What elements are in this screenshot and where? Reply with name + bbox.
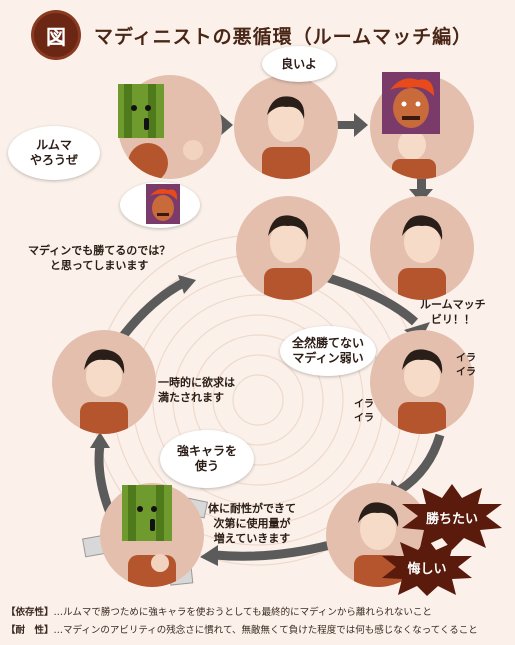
burst-shape: [402, 484, 502, 550]
bubble-zenzen: 全然勝てない マディン弱い: [280, 326, 376, 376]
man-icon: [392, 130, 436, 179]
title-area: 図 マディニストの悪循環（ルームマッチ編）: [34, 12, 472, 58]
man-icon: [264, 215, 312, 300]
madin-thought-avatar: [146, 184, 180, 224]
footer-dependence-label: 【依存性】: [6, 607, 54, 618]
node-accept: [234, 75, 338, 179]
label-ichijiteki: 一時的に欲求は 満たされます: [158, 376, 235, 404]
man-icon: [398, 215, 446, 300]
label-room-biri: ルームマッチ ビリ！！: [420, 298, 486, 326]
footer-tolerance: 【耐 性】…マディンのアビリティの残念さに慣れて、無敵無くて負けた程度では何も感…: [6, 622, 478, 636]
node-irritated: [370, 330, 474, 434]
character-face-icon: [128, 485, 164, 541]
character-face-icon: [124, 84, 156, 138]
man-icon: [80, 349, 128, 434]
man-icon: [398, 349, 446, 434]
madin-avatar: [382, 72, 440, 134]
footer-tolerance-label: 【耐 性】: [6, 625, 54, 636]
footer-dependence-text: …ルムマで勝つために強キャラを使おうとしても最終的にマディンから離れられないこと: [53, 607, 432, 618]
figure-badge: 図: [34, 13, 78, 57]
burst-kuyashii: 悔しい: [382, 538, 472, 596]
node-room-last: [370, 196, 474, 300]
node-thinking: [236, 196, 340, 300]
madin-face-icon: [150, 188, 178, 221]
madin-face-icon: [390, 78, 434, 128]
strong-char-avatar: [122, 485, 172, 541]
footer-dependence: 【依存性】…ルムマで勝つために強キャラを使おうとしても最終的にマディンから離れら…: [6, 604, 432, 618]
man-icon: [354, 502, 402, 587]
label-taisei: 体に耐性ができて 次第に使用量が 増えていきます: [208, 502, 296, 545]
burst-shape: [382, 538, 472, 596]
bubble-rumuma: ルムマ やろうぜ: [8, 126, 100, 180]
label-ira-right: イラ イラ: [456, 353, 476, 378]
opponent-avatar-green: [118, 84, 164, 138]
burst-kachitai-text: 勝ちたい: [425, 511, 478, 527]
node-satisfied: [52, 330, 156, 434]
bubble-ii-yo: 良いよ: [262, 46, 336, 82]
burst-kuyashii-text: 悔しい: [407, 561, 447, 577]
page-title: マディニストの悪循環（ルームマッチ編）: [94, 25, 473, 48]
bubble-tsuyo: 強キャラを 使う: [160, 430, 254, 488]
man-icon: [262, 96, 310, 179]
man-icon: [128, 554, 176, 587]
label-ira-left: イラ イラ: [354, 399, 374, 424]
burst-kachitai: 勝ちたい: [402, 484, 502, 550]
footer-tolerance-text: …マディンのアビリティの残念さに慣れて、無敵無くて負けた程度では何も感じなくなっ…: [53, 625, 478, 636]
label-madin-kateru: マディンでも勝てるのでは？ と思ってしまいます: [28, 244, 171, 272]
